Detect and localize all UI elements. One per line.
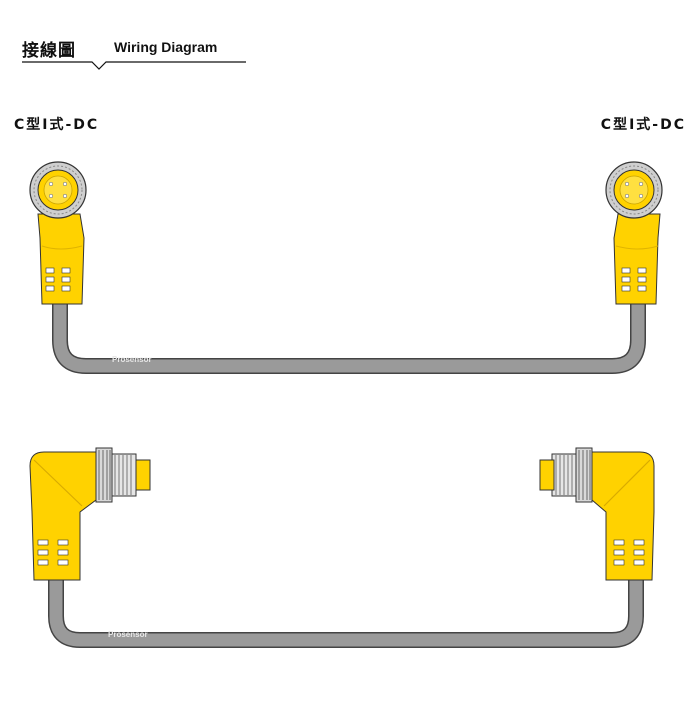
left-connector-label: C型I式-DC <box>14 117 100 133</box>
bottom-cable: Prosensor <box>48 580 644 648</box>
bottom-right-male-connector <box>539 447 655 581</box>
top-right-female-connector <box>605 161 663 305</box>
header-title-en: Wiring Diagram <box>114 39 218 55</box>
top-left-female-connector <box>29 161 87 305</box>
right-connector-label: C型I式-DC <box>600 117 686 133</box>
top-cable-brand: Prosensor <box>112 355 152 364</box>
diagram-header: 接線圖 Wiring Diagram <box>22 36 246 66</box>
header-underline <box>22 61 246 70</box>
top-cable: Prosensor <box>52 300 646 374</box>
bottom-left-male-connector <box>29 447 151 581</box>
header-title-zh: 接線圖 <box>22 41 76 61</box>
bottom-cable-brand: Prosensor <box>108 630 148 639</box>
